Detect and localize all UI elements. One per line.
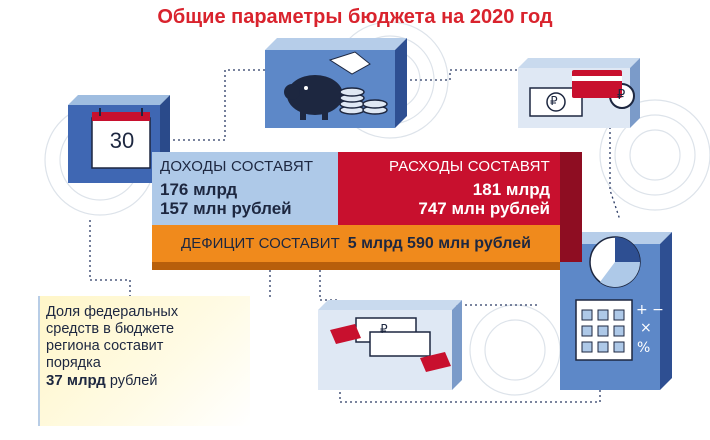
- income-value-line2: 157 млн рублей: [160, 199, 292, 218]
- expense-value-line1: 181 млрд: [472, 180, 550, 199]
- deficit-label: ДЕФИЦИТ СОСТАВИТ: [181, 235, 340, 252]
- calculator-times: ×: [640, 320, 652, 336]
- calculator-plus-minus: + −: [636, 302, 664, 318]
- banknotes-hand-icon: [318, 300, 462, 390]
- share-line1: Доля федеральных: [46, 304, 179, 320]
- income-value-line1: 176 млрд: [160, 180, 238, 199]
- federal-share-amount: 37 млрд: [46, 372, 106, 389]
- deficit-shadow: [152, 262, 560, 270]
- expense-panel: РАСХОДЫ СОСТАВЯТ 181 млрд 747 млн рублей: [338, 152, 560, 225]
- credit-card-icon: [572, 70, 622, 98]
- calculator-percent: %: [637, 340, 651, 356]
- calendar-day: 30: [109, 128, 135, 153]
- expense-value-line2: 747 млн рублей: [418, 199, 550, 218]
- federal-share-box: Доля федеральных средств в бюджете регио…: [38, 296, 250, 426]
- piggy-bank-icon: [265, 38, 407, 128]
- ruble-icon: ₽: [550, 94, 558, 108]
- pie-chart-icon: [589, 236, 641, 288]
- ruble-note-icon: ₽: [380, 322, 388, 336]
- deficit-value: 5 млрд 590 млн рублей: [347, 234, 531, 252]
- expense-edge: [560, 152, 582, 262]
- expense-label: РАСХОДЫ СОСТАВЯТ: [389, 158, 550, 175]
- federal-share-text: Доля федеральных средств в бюджете регио…: [46, 304, 216, 390]
- share-line4: порядка: [46, 355, 101, 371]
- income-label: ДОХОДЫ СОСТАВЯТ: [160, 158, 314, 175]
- federal-share-unit: рублей: [109, 373, 158, 389]
- page-title: Общие параметры бюджета на 2020 год: [157, 6, 553, 28]
- coins-icon: [339, 87, 388, 115]
- money-icon: [518, 58, 640, 128]
- income-panel: ДОХОДЫ СОСТАВЯТ 176 млрд 157 млн рублей: [152, 152, 338, 225]
- ruble-coin-icon: ₽: [617, 88, 626, 103]
- share-line2: средств в бюджете: [46, 321, 175, 337]
- deficit-panel: ДЕФИЦИТ СОСТАВИТ 5 млрд 590 млн рублей: [152, 225, 560, 262]
- share-line3: региона составит: [46, 338, 164, 354]
